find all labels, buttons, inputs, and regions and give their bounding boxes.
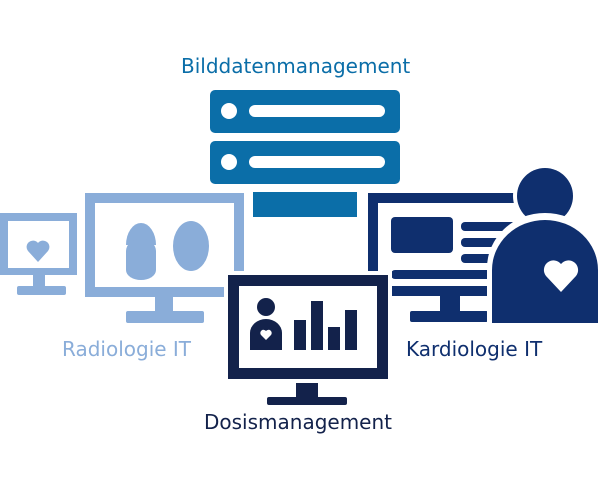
cardiology-it-label: Kardiologie IT xyxy=(406,337,543,361)
radiology-monitor-icon xyxy=(85,193,244,323)
dose-management-label: Dosismanagement xyxy=(204,410,393,434)
image-data-management-label: Bilddatenmanagement xyxy=(181,54,411,78)
small-monitor-heart-icon xyxy=(0,213,77,295)
person-heart-icon xyxy=(487,164,600,323)
radiology-it-label: Radiologie IT xyxy=(62,337,192,361)
server-icon xyxy=(210,90,400,217)
dose-monitor-chart-icon xyxy=(224,271,392,405)
